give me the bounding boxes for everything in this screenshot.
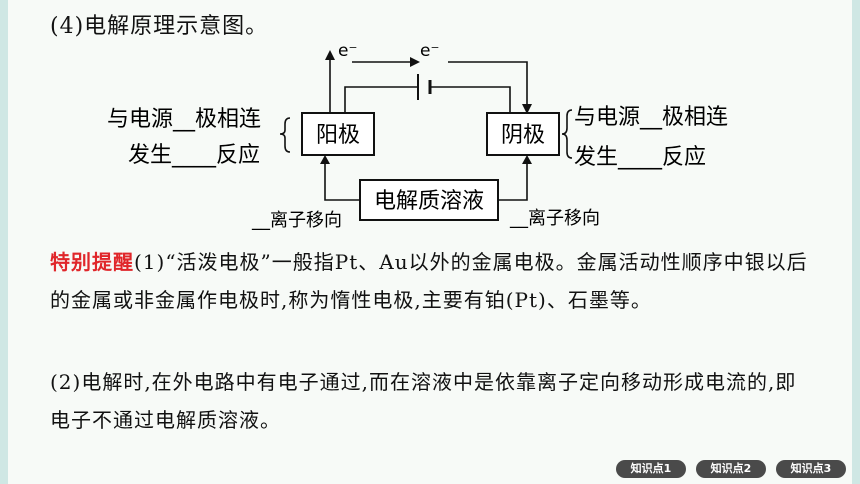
arrow-down-right [522, 104, 532, 114]
ion-path-right [498, 163, 528, 201]
note-paragraph-2: (2)电解时,在外电路中有电子通过,而在溶液中是依靠离子定向移动形成电流的,即电… [50, 370, 797, 432]
cathode-label: 阴极 [501, 123, 545, 148]
ion-path-left [324, 163, 360, 201]
anode-reaction-text: 发生____反应 [128, 143, 260, 168]
wire-top-to-cathode [448, 61, 528, 107]
arrow-right-top [410, 57, 420, 67]
nav-button-2[interactable]: 知识点2 [696, 460, 766, 478]
cathode-connect-text: 与电源__极相连 [574, 105, 728, 130]
arrow-up-left [325, 50, 335, 60]
anode-box [301, 112, 375, 156]
anode-connect-text: 与电源__极相连 [107, 107, 261, 132]
ion-right-label: __离子移向 [509, 208, 600, 229]
left-brace [279, 117, 291, 153]
right-frame-strip [852, 0, 860, 484]
electrolyte-label: 电解质溶液 [374, 189, 484, 214]
ion-arrow-left [320, 155, 330, 164]
wire-battery-cathode [430, 86, 511, 113]
knowledge-nav: 知识点1 知识点2 知识点3 [616, 460, 846, 478]
left-frame-strip [0, 0, 8, 484]
electrolysis-diagram: 阳极 阴极 电解质溶液 e⁻ e⁻ 与电源__极相连 发生____反应 与电源_… [107, 41, 728, 231]
wire-anode-battery [344, 86, 418, 113]
electron-label-left: e⁻ [338, 41, 357, 61]
nav-button-1[interactable]: 知识点1 [616, 460, 686, 478]
note-text-1: (1)“活泼电极”一般指Pt、Au以外的金属电极。金属活动性顺序中银以后的金属或… [50, 250, 808, 312]
cathode-box [486, 112, 560, 156]
electron-label-top: e⁻ [420, 41, 439, 61]
note-lead: 特别提醒 [50, 250, 134, 274]
electrolyte-box [359, 179, 499, 221]
note-paragraph-1: 特别提醒(1)“活泼电极”一般指Pt、Au以外的金属电极。金属活动性顺序中银以后… [50, 243, 810, 319]
nav-button-3[interactable]: 知识点3 [776, 460, 846, 478]
cathode-reaction-text: 发生____反应 [574, 145, 706, 170]
ion-left-label: __离子移向 [251, 210, 342, 231]
section-heading: (4)电解原理示意图。 [50, 14, 269, 39]
ion-arrow-right [522, 155, 532, 164]
anode-label: 阳极 [316, 123, 360, 148]
right-brace [561, 109, 573, 159]
